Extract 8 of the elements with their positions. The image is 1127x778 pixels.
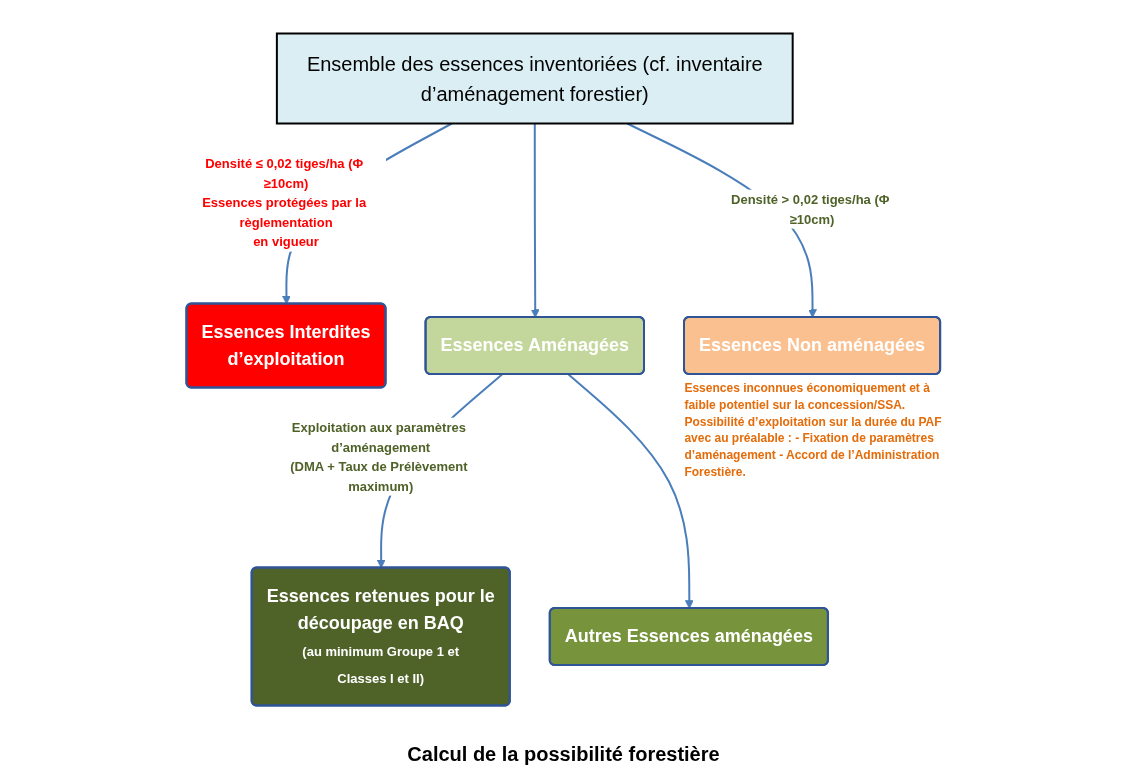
arrow	[568, 373, 695, 609]
edge-label: Densité ≤ 0,02 tiges/ha (Φ ≥10cm) Essences protégées par la règlementation en vigueur	[202, 155, 367, 249]
arrow	[531, 122, 541, 318]
note-text: Essences inconnues économiquement et à faible potentiel sur la concession/SSA. Possibilité d’exploitation sur la durée du PAF avec au préalable : - Fixation de paramètres d’aménagement - Accord de l’Administration Forestière.	[684, 380, 943, 481]
conclusion-text: Calcul de la possibilité forestière	[407, 743, 720, 766]
edge-label: Exploitation aux paramètres d’aménagement (DMA + Taux de Prélèvement maximum)	[290, 419, 469, 493]
edge-label: Densité > 0,02 tiges/ha (Φ ≥10cm)	[731, 191, 890, 226]
node-box: Ensemble des essences inventoriées (cf. inventaire d’aménagement forestier)	[276, 32, 795, 125]
